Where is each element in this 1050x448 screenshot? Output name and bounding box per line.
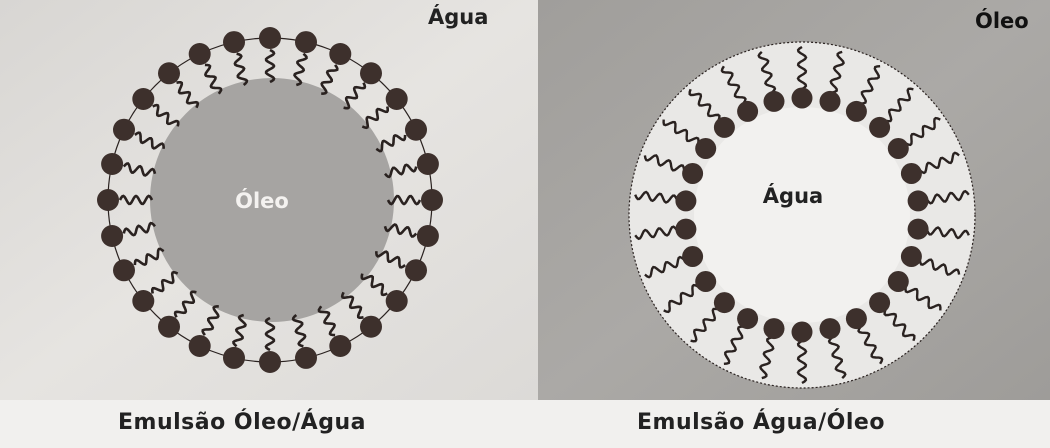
surfactant-head (158, 316, 180, 338)
surfactant-head (101, 153, 123, 175)
surfactant-head (360, 62, 382, 84)
surfactant-head (695, 138, 716, 159)
surfactant-head (132, 290, 154, 312)
surfactant-head (223, 347, 245, 369)
surfactant-head (101, 225, 123, 247)
surfactant-head (682, 163, 703, 184)
surfactant-head (295, 347, 317, 369)
surfactant-head (259, 351, 281, 373)
surfactant-head (820, 318, 841, 339)
surfactant-head (259, 27, 281, 49)
surfactant-head (405, 259, 427, 281)
surfactant-head (820, 91, 841, 112)
surfactant-head (682, 246, 703, 267)
surfactant-head (869, 292, 890, 313)
surfactant-head (901, 163, 922, 184)
surfactant-head (386, 88, 408, 110)
surfactant-head (908, 190, 929, 211)
surfactant-head (97, 189, 119, 211)
surfactant-head (675, 219, 696, 240)
outer-phase-label: Óleo (975, 8, 1029, 33)
surfactant-head (189, 43, 211, 65)
surfactant-head (132, 88, 154, 110)
surfactant-head (764, 91, 785, 112)
surfactant-head (223, 31, 245, 53)
surfactant-head (417, 153, 439, 175)
caption-water-in-oil: Emulsão Água/Óleo (637, 410, 885, 435)
surfactant-head (189, 335, 211, 357)
surfactant-head (901, 246, 922, 267)
surfactant-head (714, 117, 735, 138)
surfactant-head (792, 322, 813, 343)
surfactant-head (386, 290, 408, 312)
surfactant-head (675, 190, 696, 211)
panel-oil-in-water: Água Óleo (0, 0, 538, 400)
surfactant-head (421, 189, 443, 211)
caption-oil-in-water: Emulsão Óleo/Água (118, 410, 366, 435)
surfactant-head (888, 271, 909, 292)
surfactant-head (360, 316, 382, 338)
inner-phase-label: Água (763, 183, 823, 208)
surfactant-head (737, 308, 758, 329)
panel-water-in-oil: Óleo Água (538, 0, 1050, 400)
surfactant-head (764, 318, 785, 339)
surfactant-head (846, 308, 867, 329)
surfactant-head (695, 271, 716, 292)
surfactant-head (158, 62, 180, 84)
surfactant-head (737, 101, 758, 122)
outer-phase-label: Água (428, 4, 488, 29)
surfactant-head (888, 138, 909, 159)
surfactant-head (869, 117, 890, 138)
surfactant-head (405, 119, 427, 141)
surfactant-head (329, 43, 351, 65)
surfactant-head (417, 225, 439, 247)
surfactant-head (113, 119, 135, 141)
inner-phase-label: Óleo (235, 188, 289, 213)
surfactant-head (908, 219, 929, 240)
surfactant-head (846, 101, 867, 122)
surfactant-head (295, 31, 317, 53)
water-core (694, 107, 910, 323)
surfactant-head (113, 259, 135, 281)
surfactant-head (714, 292, 735, 313)
surfactant-head (792, 88, 813, 109)
surfactant-head (329, 335, 351, 357)
